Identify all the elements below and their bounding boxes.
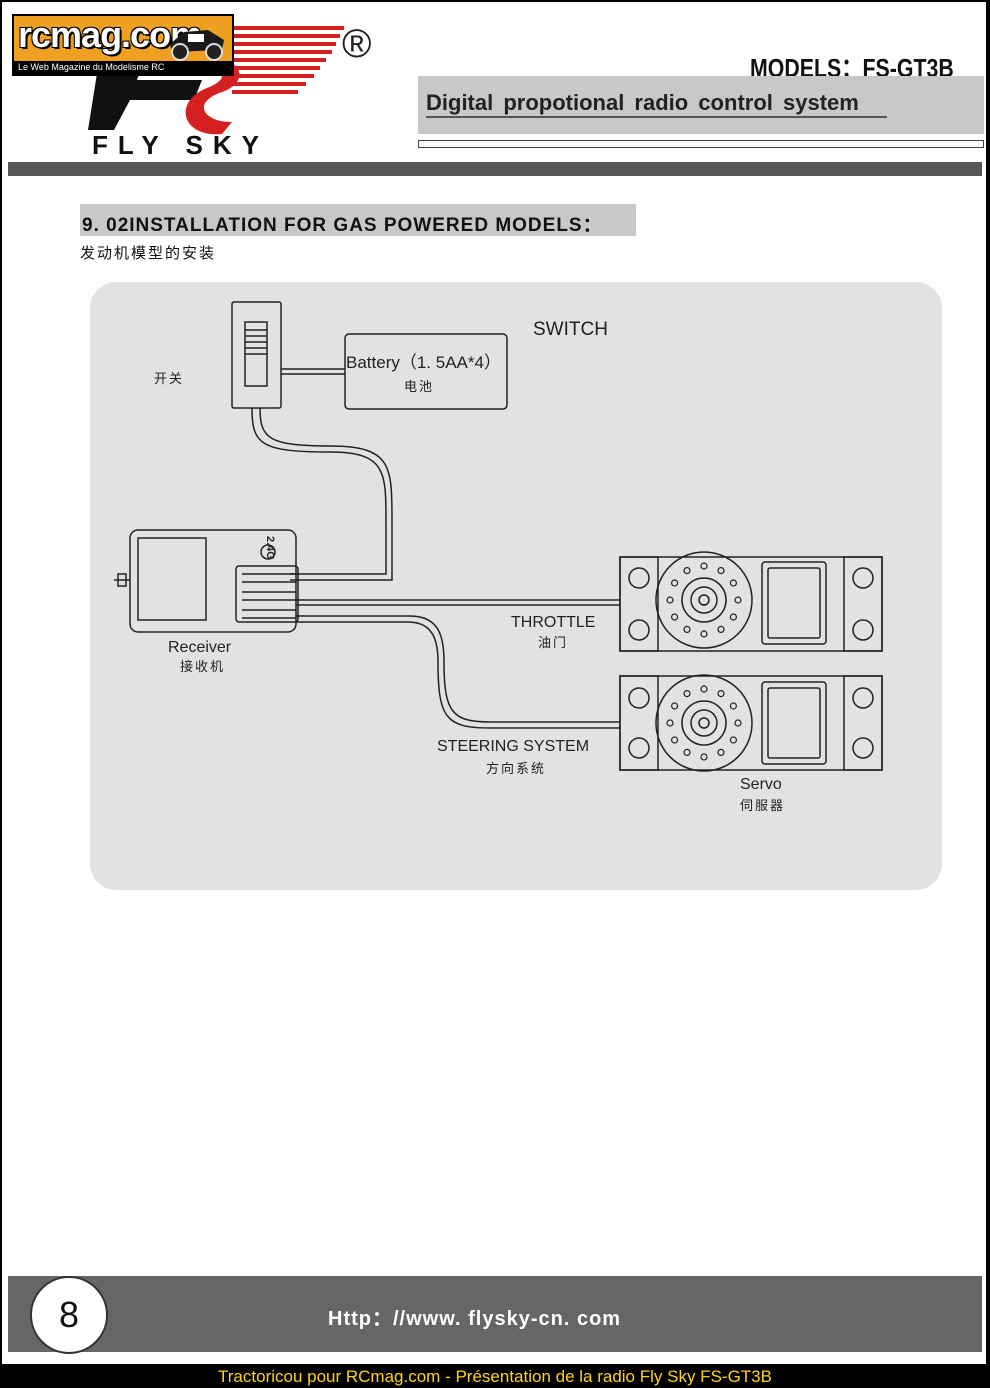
- servo-horn-hole: [670, 579, 679, 587]
- receiver-label-cn: 接收机: [180, 660, 226, 675]
- section-title: 9. 02INSTALLATION FOR GAS POWERED MODELS…: [82, 215, 603, 236]
- servo-horn-hole: [683, 625, 691, 633]
- throttle-servo: [619, 551, 883, 652]
- servo-horn-hole: [717, 690, 725, 698]
- section-heading: 9. 02INSTALLATION FOR GAS POWERED MODELS…: [80, 204, 636, 236]
- servo-label: Servo: [740, 776, 782, 793]
- servo-horn-hole: [729, 736, 738, 744]
- receiver-model-label: 2.4G: [264, 536, 276, 560]
- image-caption: Tractoricou pour RCmag.com - Présentatio…: [218, 1367, 772, 1386]
- servo-horn-hole: [670, 736, 679, 744]
- servo-horn-hole: [717, 748, 725, 756]
- receiver-body: [129, 529, 297, 633]
- registered-mark: ®: [342, 22, 372, 66]
- servo-horn-hole: [683, 690, 691, 698]
- section-title-cn: 发动机模型的安装: [80, 244, 217, 262]
- page-number: 8: [30, 1276, 108, 1354]
- servo-horn-hole: [717, 625, 725, 633]
- brand-text: FLY SKY: [92, 130, 269, 160]
- servo-horn-hole: [670, 613, 679, 621]
- servo-horn-hole: [729, 702, 738, 710]
- servo-horn-hole: [683, 567, 691, 575]
- servo-horn-hole: [700, 630, 708, 638]
- servo-label-cn: 伺服器: [740, 799, 786, 814]
- steering-label: STEERING SYSTEM: [437, 738, 590, 755]
- servo-horn-hole: [683, 748, 691, 756]
- rc-car-icon: [170, 30, 224, 61]
- battery-label-cn: 电池: [404, 380, 435, 395]
- servo-horn-hole: [717, 567, 725, 575]
- switch-label-cn: 开关: [154, 372, 185, 387]
- document-subtitle: Digital propotional radio control system: [426, 90, 887, 118]
- servo-horn-hole: [670, 702, 679, 710]
- servo-horn-hole: [729, 613, 738, 621]
- rcmag-tagline: Le Web Magazine du Modelisme RC: [14, 61, 232, 74]
- switch-label: SWITCH: [533, 319, 608, 340]
- rcmag-logo: rcmag.com Le Web Magazine du Modelisme R…: [12, 14, 234, 76]
- wiring-diagram: [114, 301, 883, 772]
- battery-box: [344, 333, 508, 410]
- servo-horn-hole: [734, 719, 742, 727]
- throttle-label: THROTTLE: [511, 614, 596, 631]
- servo-horn-hole: [700, 753, 708, 761]
- servo-horn-hole: [700, 562, 708, 570]
- header-thin-bar: [418, 140, 984, 148]
- receiver-label: Receiver: [168, 639, 232, 656]
- servo-horn-hole: [729, 579, 738, 587]
- steering-servo: [619, 674, 883, 772]
- throttle-label-cn: 油门: [538, 636, 569, 651]
- servo-horn-hole: [666, 596, 674, 604]
- servo-horn-hole: [700, 685, 708, 693]
- servo-horn-hole: [666, 719, 674, 727]
- subtitle-bar: Digital propotional radio control system: [418, 76, 984, 134]
- switch-body: [231, 301, 282, 409]
- footer-url: Http：//www. flysky-cn. com: [328, 1308, 622, 1330]
- installation-diagram: SWITCH 开关 Battery（1. 5AA*4） 电池 2.4G Rece…: [90, 282, 942, 890]
- steering-label-cn: 方向系统: [486, 762, 547, 777]
- servo-horn-hole: [734, 596, 742, 604]
- footer-bar: [8, 1276, 982, 1352]
- header-rule: [8, 162, 982, 176]
- battery-label: Battery（1. 5AA*4）: [346, 353, 501, 372]
